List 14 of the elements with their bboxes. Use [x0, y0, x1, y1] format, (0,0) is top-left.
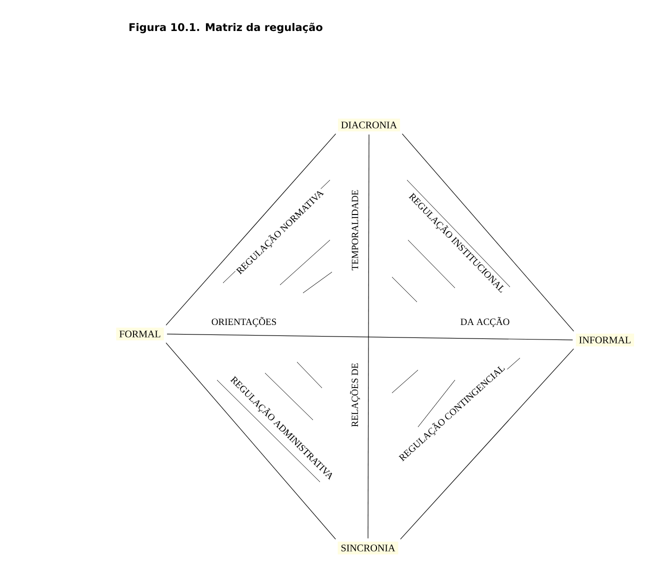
axis-end-label: SINCRONIA [338, 542, 398, 554]
quadrant-label: RELAÇÕES DE [349, 362, 361, 428]
diagonal-line [400, 348, 574, 540]
diagonal-line [166, 342, 336, 540]
axis-end-label: DIACRONIA [338, 118, 400, 132]
axis-line [166, 334, 573, 340]
axis-end-label: FORMAL [116, 328, 164, 340]
quadrant-label: DA ACÇÃO [459, 316, 511, 328]
axis-line [368, 134, 370, 539]
quadrant-label: ORIENTAÇÕES [210, 316, 278, 328]
diagonal-line [402, 134, 574, 332]
figure-title: Figura 10.1. Matriz da regulação [130, 22, 322, 34]
axis-end-label: INFORMAL [576, 334, 634, 346]
diagonal-line [166, 134, 336, 326]
